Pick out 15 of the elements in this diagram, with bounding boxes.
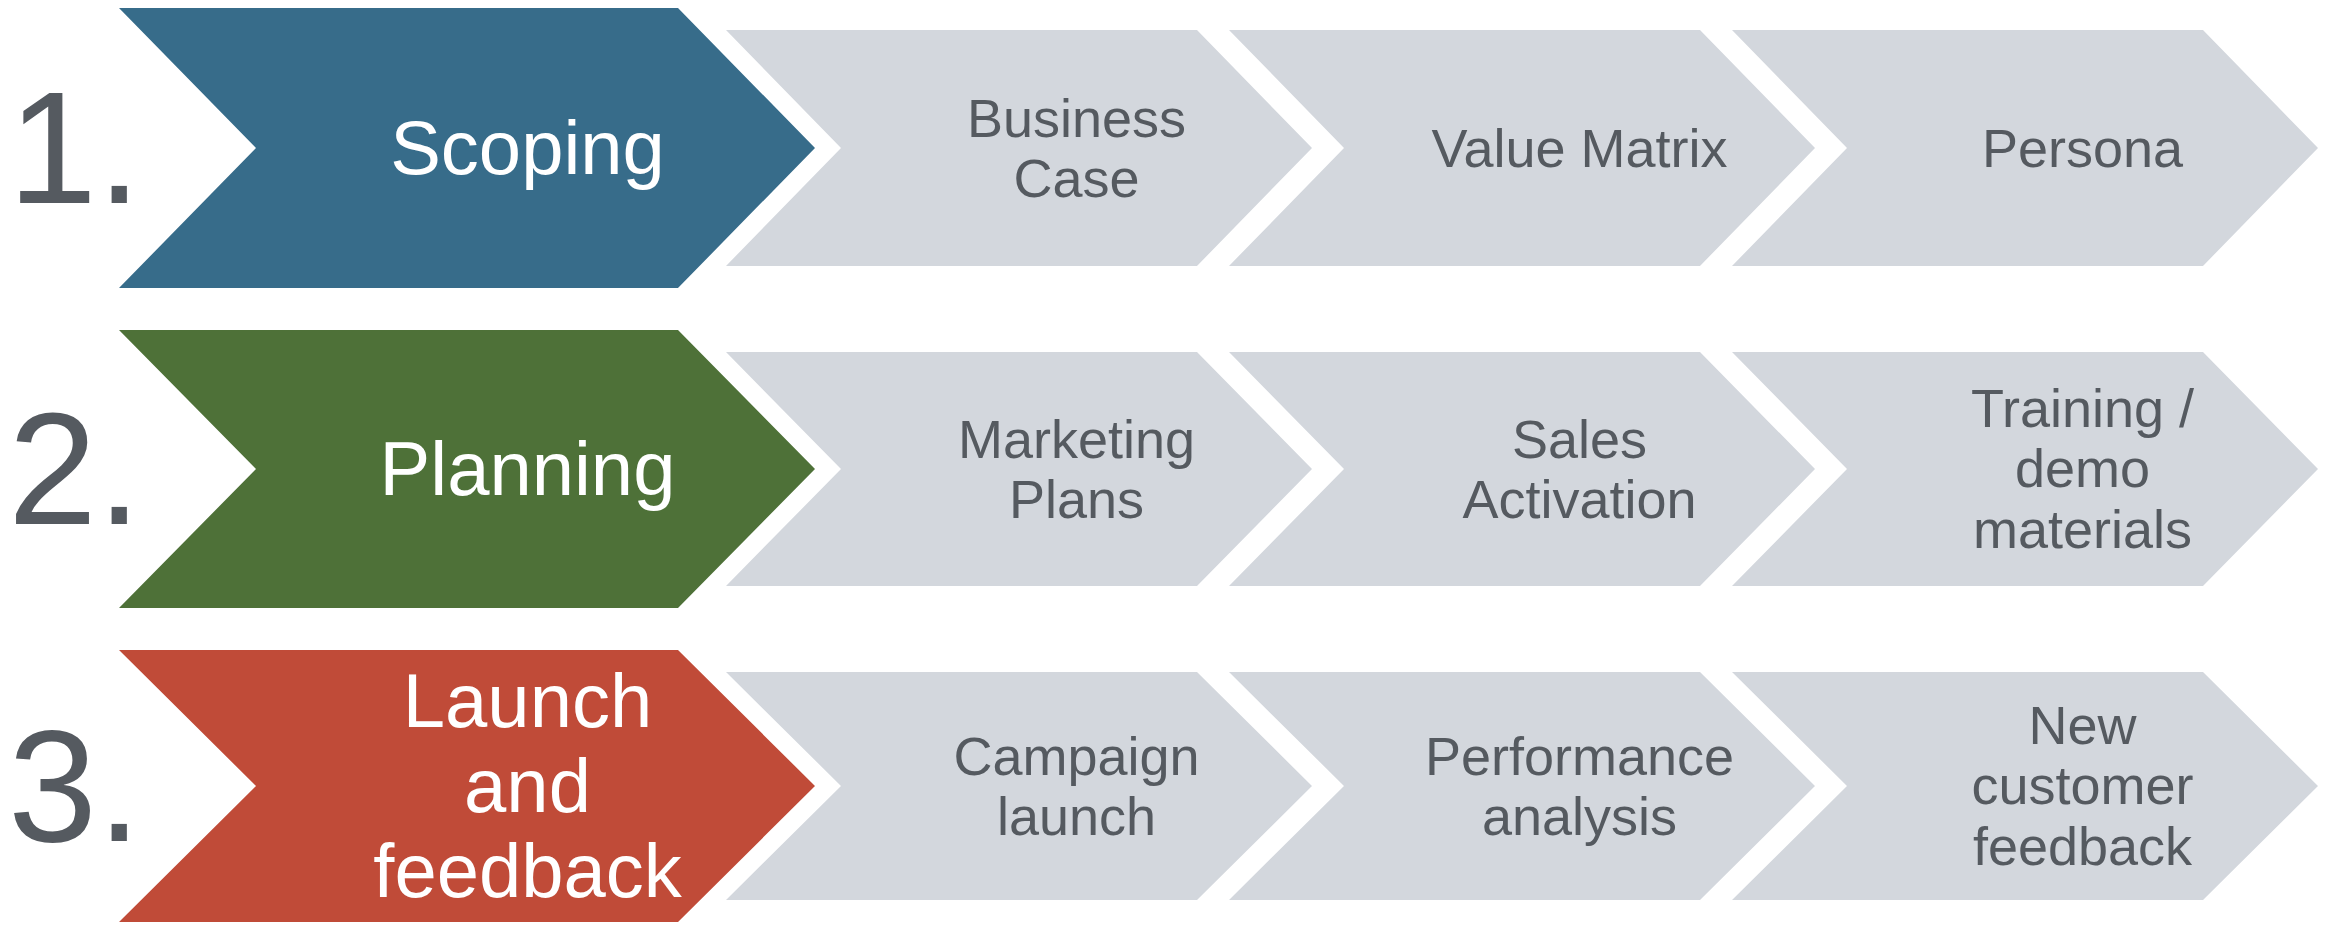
step-label: Business Case: [965, 87, 1188, 209]
phase-label: Planning: [378, 426, 677, 512]
step-label: New customer feedback: [1970, 695, 2195, 877]
step-label: Training / demo materials: [1969, 378, 2196, 560]
step-label: Sales Activation: [1461, 408, 1698, 530]
step-label: Marketing Plans: [956, 408, 1197, 530]
step-number: 3.: [8, 706, 142, 866]
step-label: Campaign launch: [952, 725, 1201, 847]
step-number: 2.: [8, 389, 142, 549]
step-label: Value Matrix: [1430, 117, 1729, 179]
phase-label: Scoping: [389, 105, 666, 191]
step-label: Persona: [1980, 117, 2185, 179]
phase-label: Launch and feedback: [372, 658, 683, 914]
step-label: Performance analysis: [1423, 725, 1736, 847]
step-number: 1.: [8, 68, 142, 228]
